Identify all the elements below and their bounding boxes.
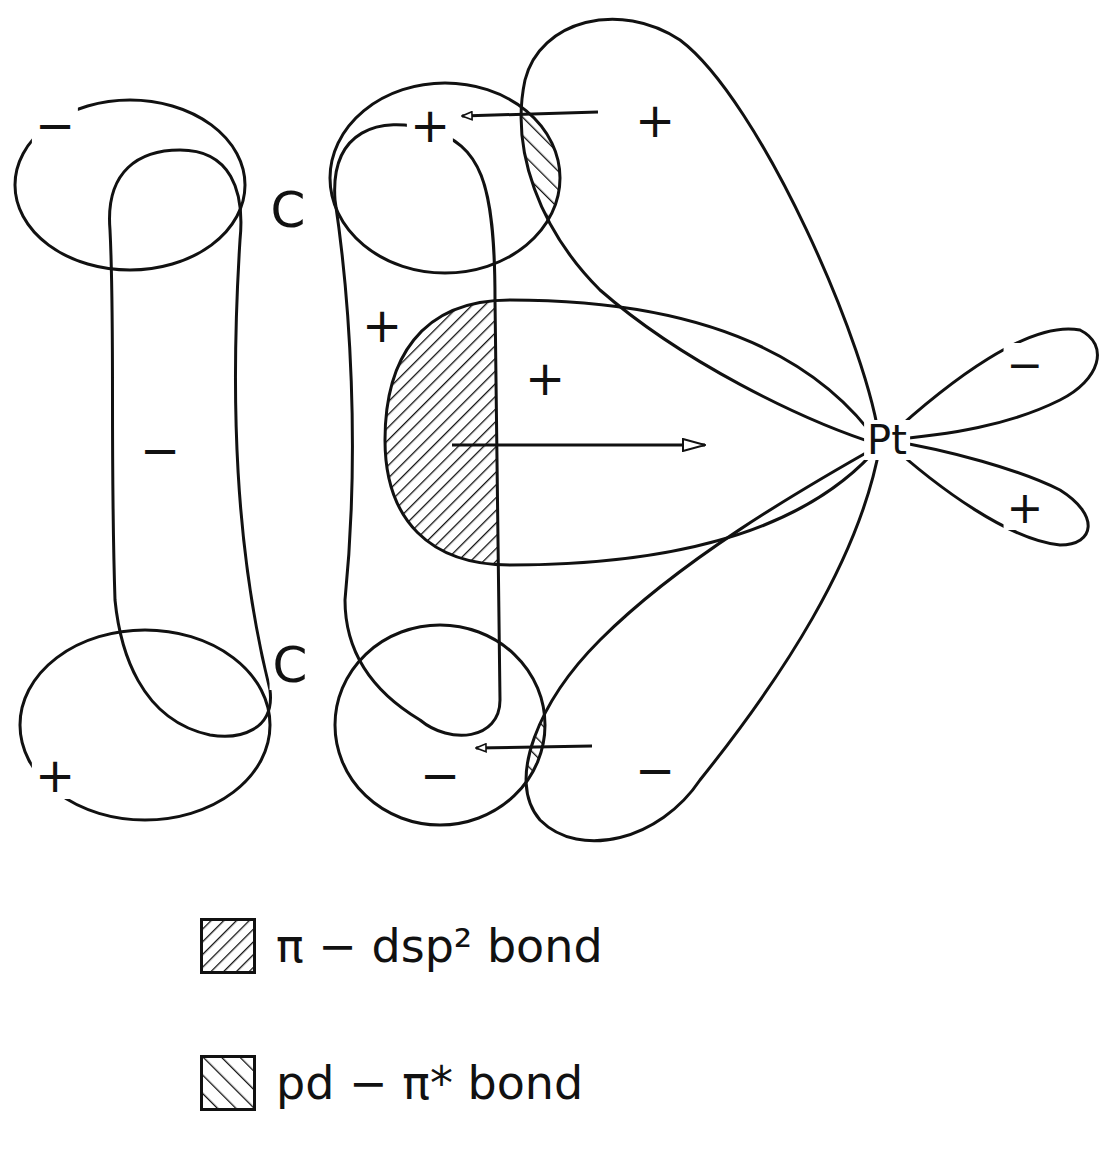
atom-label: C [268, 185, 309, 235]
pd-overlap [521, 19, 880, 841]
legend-entry: π − dsp² bond [200, 918, 603, 974]
pd-lobe [526, 445, 880, 841]
orbital-sign: + [359, 301, 405, 349]
orbital-sign: + [632, 96, 678, 144]
donation-arrow [452, 444, 705, 447]
orbital-sign: − [632, 746, 678, 794]
legend-swatch [200, 918, 256, 974]
legend-entry: pd − π* bond [200, 1055, 583, 1111]
orbital-sign: − [417, 751, 463, 799]
orbital-sign: + [1004, 486, 1047, 530]
orbital-sign: − [1004, 343, 1047, 387]
legend-swatch [200, 1055, 256, 1111]
pi-lobe [110, 150, 271, 736]
dsp2-overlap [385, 300, 880, 565]
pi-star-lobe [15, 100, 245, 270]
orbital-sign: − [32, 101, 78, 149]
orbital-sign: + [522, 354, 568, 402]
orbital-sign: − [137, 426, 183, 474]
orbital-outlines [15, 19, 1097, 841]
pd-back-lobe [885, 329, 1097, 440]
legend-label: π − dsp² bond [276, 919, 603, 973]
orbital-sign: + [407, 101, 453, 149]
donation-arrows [452, 112, 705, 748]
pi-star-lobe [330, 83, 560, 273]
legend-label: pd − π* bond [276, 1056, 583, 1110]
back-donation-arrow [462, 112, 598, 116]
pi-star-lobe [20, 630, 270, 820]
atom-label: C [270, 640, 311, 690]
dsp2-lobe [385, 300, 880, 565]
pd-back-lobe [885, 440, 1088, 545]
pi-lobe [335, 125, 500, 736]
pi-star-lobe [335, 625, 545, 825]
atom-label: Pt [864, 420, 910, 460]
orbital-sign: + [32, 751, 78, 799]
pd-lobe [521, 19, 880, 445]
back-donation-arrow [476, 746, 592, 748]
